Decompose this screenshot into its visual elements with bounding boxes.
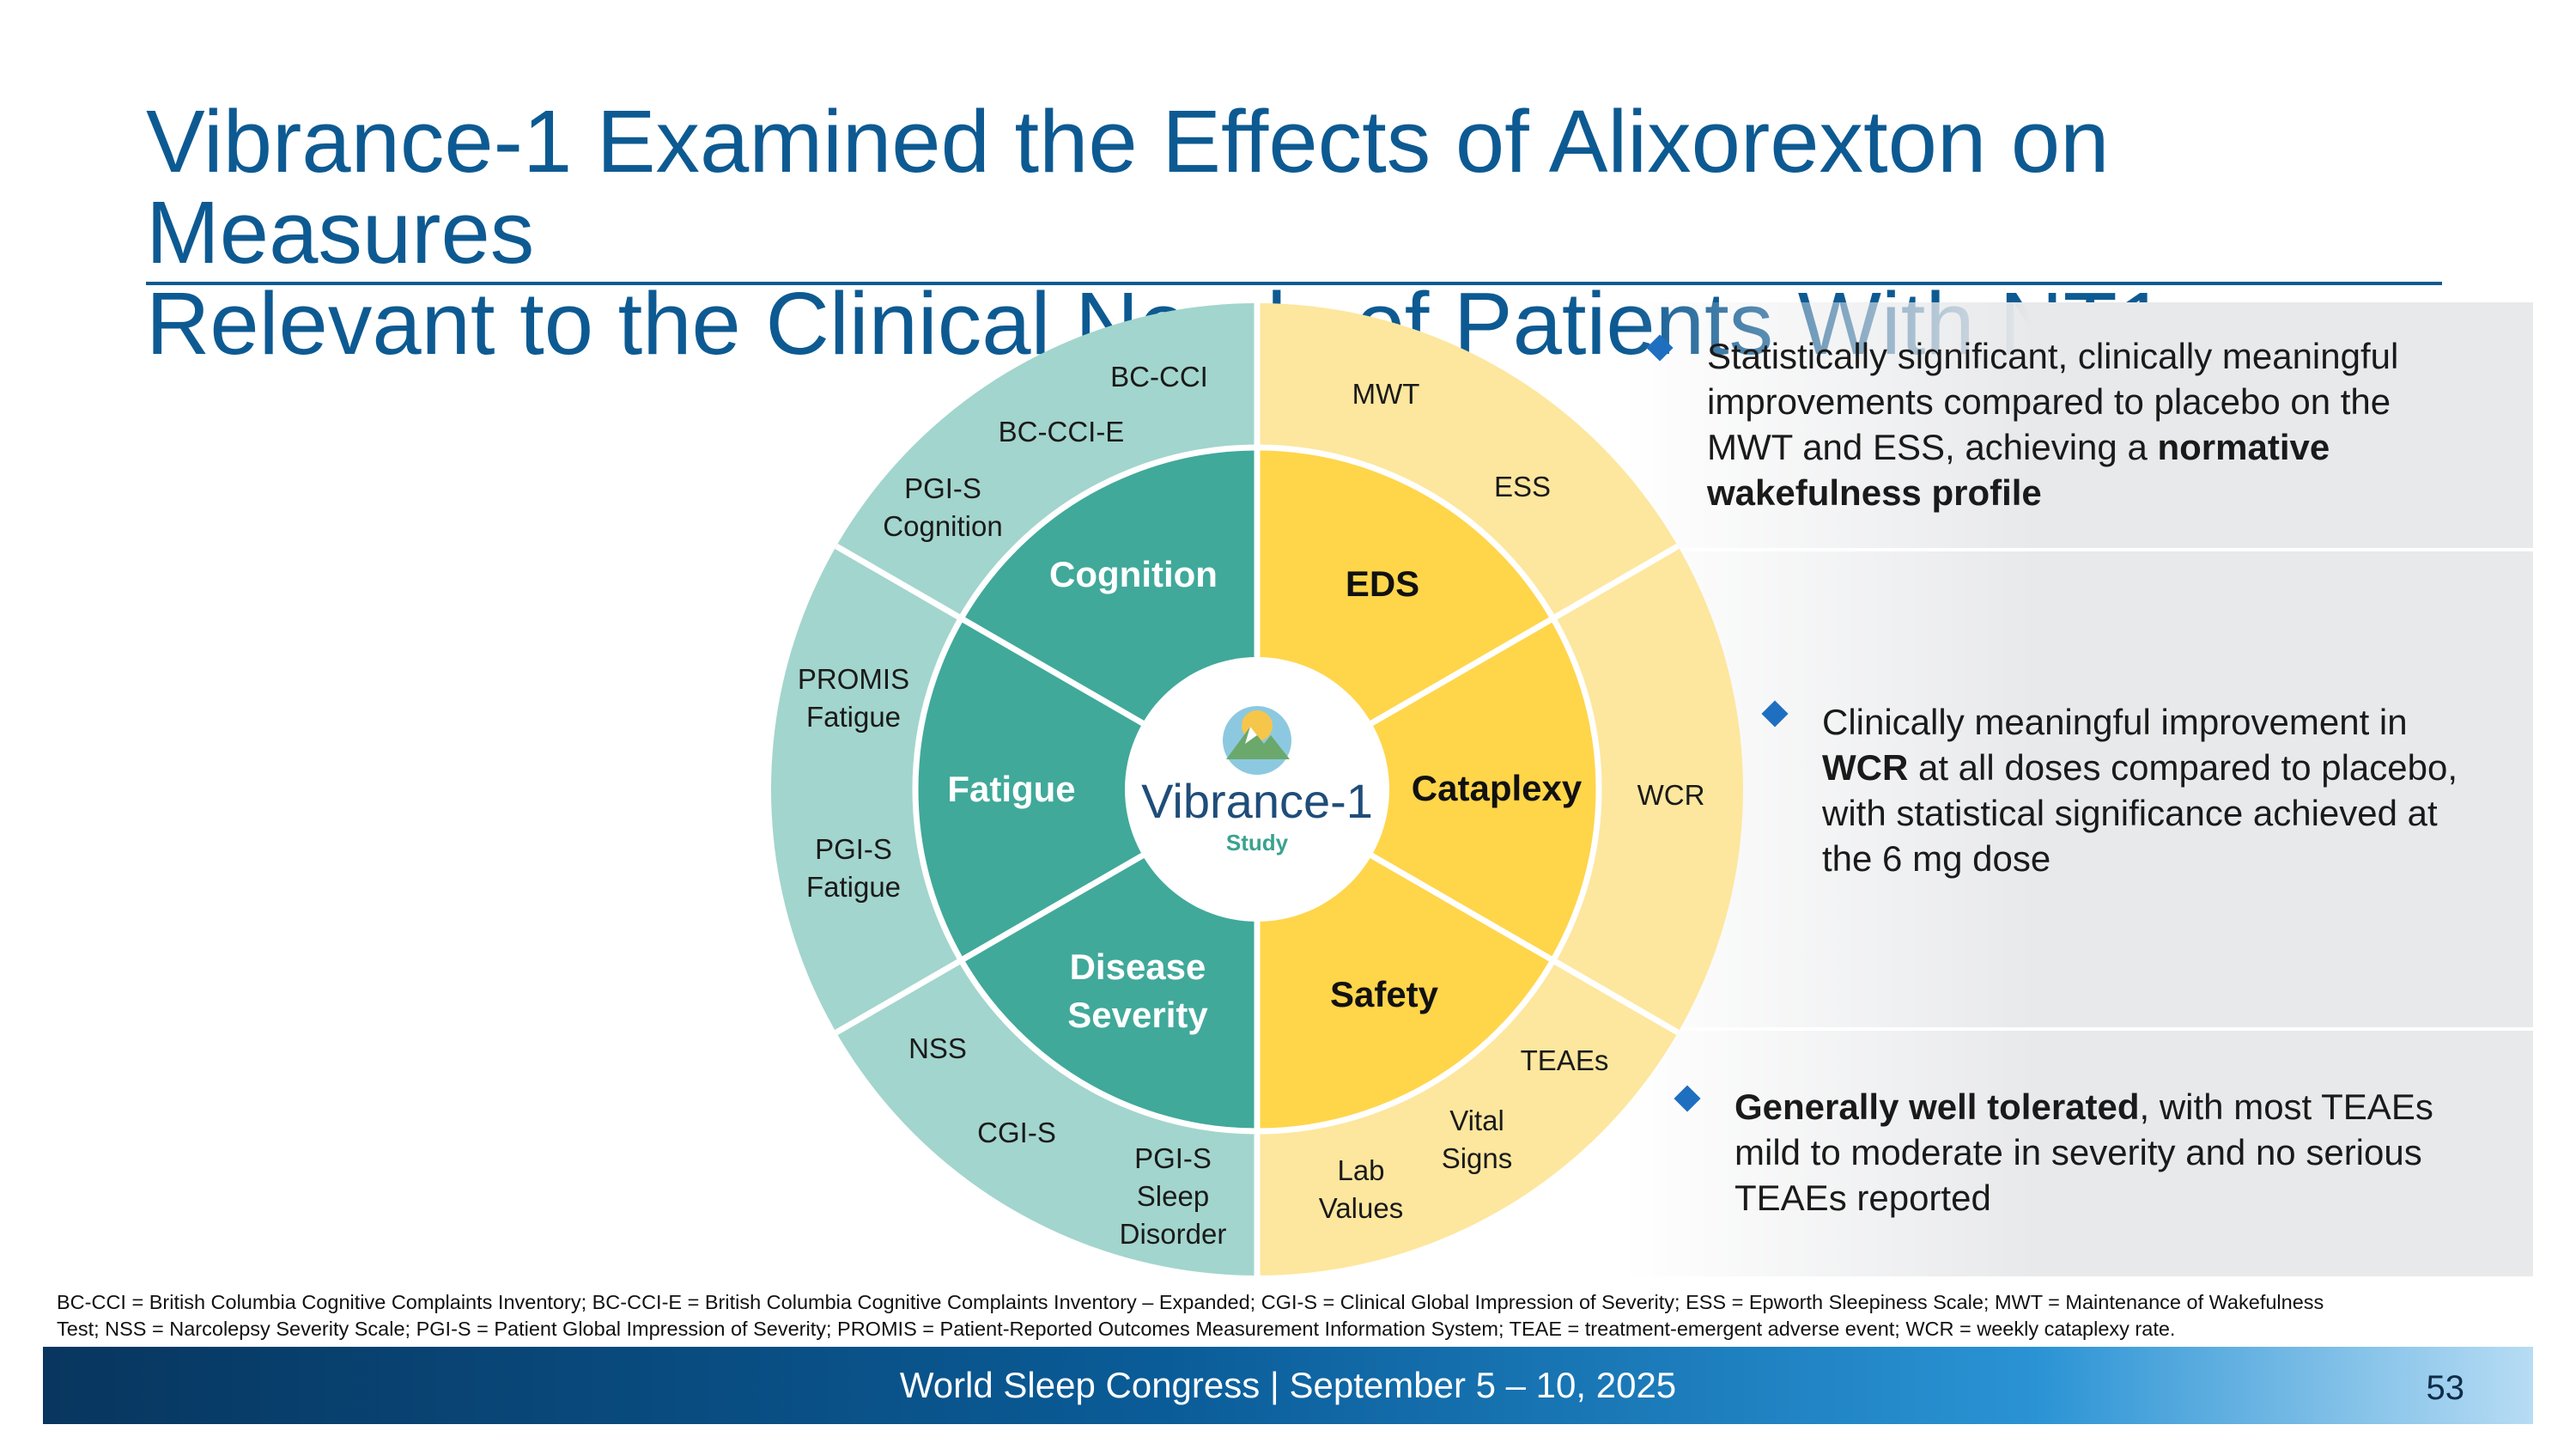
- center-disc: [1125, 657, 1389, 922]
- label-pgi-s-sleep-2: Sleep: [1137, 1180, 1209, 1212]
- title-underline: [146, 282, 2442, 285]
- bullet-safety-line-1: Generally well tolerated, with most TEAE…: [1735, 1084, 2507, 1129]
- label-cognition: Cognition: [1049, 554, 1218, 594]
- bullet-eds-line-3-text: MWT and ESS, achieving a: [1707, 427, 2158, 467]
- bullet-cataplexy-line-2-text: at all doses compared to placebo,: [1908, 747, 2458, 788]
- footnote-line-2: Test; NSS = Narcolepsy Severity Scale; P…: [57, 1318, 2176, 1340]
- label-lab-2: Values: [1319, 1192, 1403, 1224]
- bullet-eds-line-3-bold: normative: [2157, 427, 2330, 467]
- label-teaes: TEAEs: [1521, 1044, 1609, 1076]
- bullet-safety-line-2: mild to moderate in severity and no seri…: [1735, 1132, 2422, 1172]
- title-line-1: Vibrance-1 Examined the Effects of Alixo…: [146, 92, 2110, 282]
- label-safety: Safety: [1330, 974, 1439, 1014]
- footnote-line-1: BC-CCI = British Columbia Cognitive Comp…: [57, 1291, 2324, 1313]
- sector-cataplexy: [1257, 618, 1600, 960]
- bullet-safety-line-1-text: , with most TEAEs: [2139, 1087, 2433, 1127]
- abbreviations-footnote: BC-CCI = British Columbia Cognitive Comp…: [57, 1289, 2530, 1342]
- label-pgi-s-sleep-1: PGI-S: [1134, 1142, 1212, 1174]
- bullet-eds-line-2: improvements compared to placebo on the: [1707, 381, 2391, 422]
- bullet-cataplexy-line-3: with statistical significance achieved a…: [1822, 793, 2438, 833]
- bullet-cataplexy-line-1: Clinically meaningful improvement in: [1822, 702, 2408, 742]
- bullet-safety-line-1-bold: Generally well tolerated: [1735, 1087, 2140, 1127]
- bullet-eds-line-3: MWT and ESS, achieving a normative: [1707, 424, 2480, 470]
- center-study-sub: Study: [1226, 830, 1289, 855]
- label-bc-cci: BC-CCI: [1110, 361, 1208, 393]
- mountain-sun-icon: [1223, 706, 1291, 775]
- label-nss: NSS: [908, 1032, 967, 1064]
- page-number: 53: [2426, 1369, 2465, 1407]
- bullet-cataplexy-line-2-bold: WCR: [1822, 747, 1909, 788]
- label-pgi-s-cognition-2: Cognition: [883, 510, 1002, 542]
- label-bc-cci-e: BC-CCI-E: [999, 416, 1125, 447]
- label-mwt: MWT: [1352, 378, 1420, 410]
- label-pgi-s-sleep-3: Disorder: [1120, 1218, 1227, 1250]
- label-pgi-s-fatigue-2: Fatigue: [806, 871, 901, 903]
- bullet-eds: Statistically significant, clinically me…: [1646, 333, 2480, 515]
- bullet-cataplexy-line-2: WCR at all doses compared to placebo,: [1822, 745, 2526, 790]
- panel-eds: [1623, 302, 2533, 548]
- label-pgi-s-cognition-1: PGI-S: [904, 472, 981, 504]
- label-ess: ESS: [1494, 471, 1551, 502]
- label-cataplexy: Cataplexy: [1412, 768, 1583, 808]
- panel-safety: [1623, 1031, 2533, 1276]
- label-pgi-s-fatigue-1: PGI-S: [815, 833, 892, 865]
- bullet-cataplexy: Clinically meaningful improvement in WCR…: [1761, 699, 2526, 881]
- bullet-safety: Generally well tolerated, with most TEAE…: [1674, 1084, 2507, 1221]
- label-lab-1: Lab: [1337, 1154, 1384, 1186]
- bullet-eds-line-4-bold: wakefulness profile: [1707, 472, 2042, 513]
- bullet-eds-line-1: Statistically significant, clinically me…: [1707, 336, 2399, 376]
- bullet-safety-line-3: TEAEs reported: [1735, 1178, 1991, 1218]
- footer-bar: World Sleep Congress | September 5 – 10,…: [43, 1347, 2533, 1424]
- label-cgi-s: CGI-S: [977, 1117, 1056, 1148]
- label-severity: Severity: [1067, 995, 1208, 1035]
- label-fatigue: Fatigue: [947, 769, 1075, 809]
- sector-fatigue: [914, 618, 1257, 960]
- panel-cataplexy: [1623, 551, 2533, 1027]
- label-disease: Disease: [1070, 947, 1206, 987]
- label-vital-2: Signs: [1442, 1142, 1513, 1174]
- footer-conference: World Sleep Congress | September 5 – 10,…: [899, 1365, 1677, 1405]
- label-vital-1: Vital: [1449, 1105, 1504, 1136]
- bullet-eds-line-4: wakefulness profile: [1707, 470, 2480, 515]
- label-promis-2: Fatigue: [806, 701, 901, 733]
- label-promis-1: PROMIS: [798, 663, 909, 695]
- center-study-name: Vibrance-1: [1141, 774, 1373, 828]
- label-eds: EDS: [1346, 563, 1419, 604]
- label-wcr: WCR: [1637, 779, 1705, 811]
- bullet-cataplexy-line-4: the 6 mg dose: [1822, 838, 2051, 879]
